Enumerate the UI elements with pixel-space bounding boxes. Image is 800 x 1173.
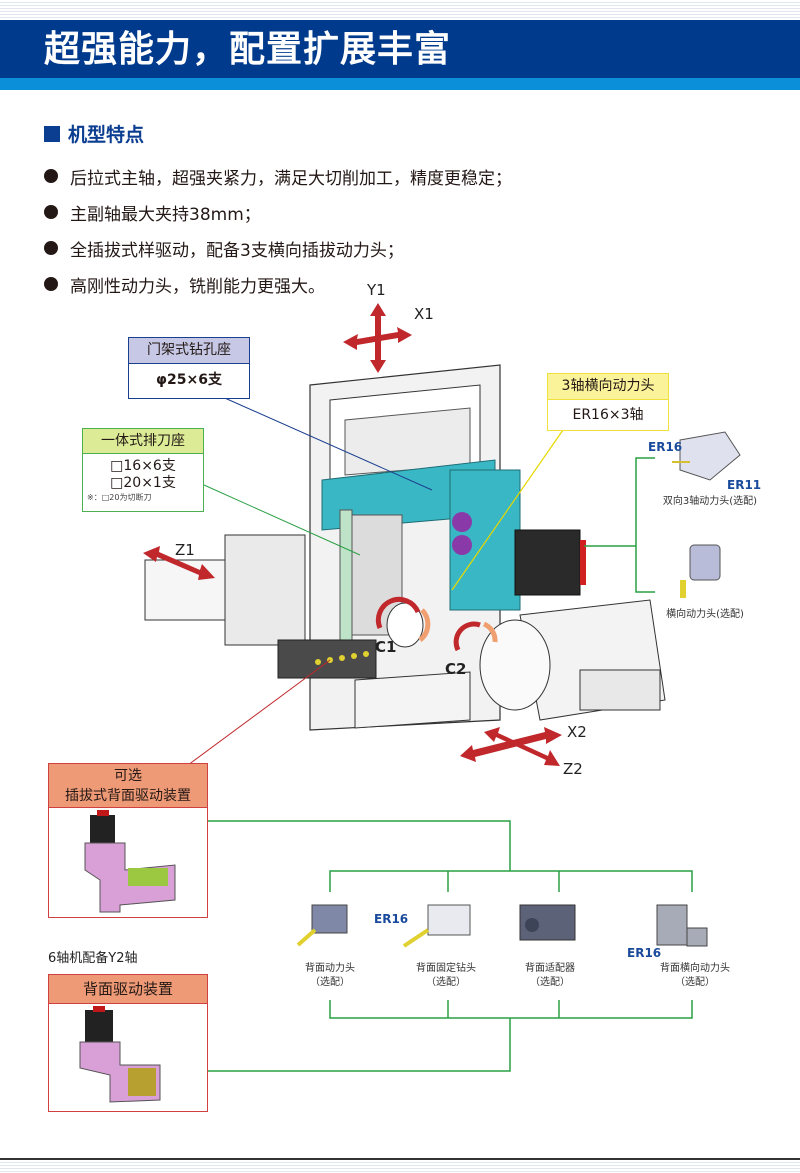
six-axis-note: 6轴机配备Y2轴 [48,951,138,966]
callout-spec: ER16×3轴 [572,407,644,423]
sub-spindle [479,599,666,721]
y1-x1-arrow-icon [343,303,412,373]
feature-item: 后拉式主轴，超强夹紧力，满足大切削加工，精度更稳定； [44,158,512,194]
cross-leader-line [451,429,564,591]
main-spindle [144,534,424,648]
box-title: 背面驱动装置 [49,975,207,1004]
banner-strip [0,78,800,90]
gantry-frame [309,364,501,731]
gantry-drill-callout: 门架式钻孔座 φ25×6支 [128,337,250,399]
title-banner [0,20,800,78]
axis-label-z1: Z1 [175,541,195,559]
pluggable-back-drive-image [84,810,176,913]
section-title: 机型特点 [68,124,145,146]
gantry-leader-line [217,394,433,491]
cross-head-callout: 3轴横向动力头 ER16×3轴 [547,373,669,431]
back-drive-bar [277,639,377,679]
z1-arrow-icon [143,546,215,580]
back-tools-bracket [208,820,693,1072]
feature-item: 主副轴最大夹持38mm； [44,194,512,230]
back-power-head-image [296,904,348,947]
top-stripes [0,0,800,20]
er16-label: ER16 [374,912,409,926]
back-drive-box: 背面驱动装置 [48,974,208,1112]
callout-title: 3轴横向动力头 [548,374,668,400]
back-tool-caption: 背面适配器（选配） [525,963,575,988]
c1-rotation-arrow-icon [375,596,431,642]
cross-head-caption: 横向动力头(选配) [666,609,744,620]
box-title-line1: 可选 [114,768,142,784]
back-tool-caption: 背面固定钻头（选配） [416,963,476,988]
er11-label: ER11 [727,478,762,492]
cross-head-image [680,544,721,598]
back-cross-head-image [656,904,708,947]
back-tool-caption: 背面横向动力头（选配） [660,963,730,988]
callout-spec-1: □16×6支 [110,458,176,474]
back-fixed-drill-image [402,904,471,948]
er16-label: ER16 [648,440,683,454]
callout-title: 门架式钻孔座 [129,338,249,364]
dual-3axis-head-caption: 双向3轴动力头(选配) [662,496,758,507]
square-bullet-icon [44,125,60,142]
back-adapter-image [519,904,576,941]
machine-base [354,671,471,729]
gang-tool-callout: 一体式排刀座 □16×6支 □20×1支 ※：□20为切断刀 [82,428,204,512]
box-header: 可选 插拔式背面驱动装置 [49,764,207,808]
bullet-icon [44,241,58,255]
section-header: 机型特点 [44,120,144,147]
gang-leader-line [203,484,361,556]
feature-item: 全插拔式样驱动，配备3支横向插拔动力头； [44,230,512,266]
footer-divider [0,1158,800,1160]
callout-spec-2: □20×1支 [110,475,176,491]
pluggable-back-drive-box: 可选 插拔式背面驱动装置 [48,763,208,918]
axis-label-c1: C1 [375,638,397,656]
dual-3axis-head-image [672,431,741,481]
callout-spec: φ25×6支 [156,372,222,388]
back-drive-tools [315,651,369,665]
callout-note: ※：□20为切断刀 [87,493,152,502]
bullet-icon [44,277,58,291]
axis-label-z2: Z2 [563,760,583,778]
bottom-stripes [0,1160,800,1173]
feature-item: 高刚性动力头，铣削能力更强大。 [44,266,512,302]
back-drive-leader-line [187,659,331,766]
page-title: 超强能力，配置扩展丰富 [44,29,452,70]
axis-label-c2: C2 [445,660,467,678]
bullet-icon [44,205,58,219]
back-drive-image [79,1006,161,1103]
c2-rotation-arrow-icon [453,621,498,652]
bullet-icon [44,169,58,183]
axis-label-y1: Y1 [367,281,386,299]
axis-label-x2: X2 [567,723,587,741]
drilling-block [321,459,586,611]
callout-title: 一体式排刀座 [83,429,203,454]
box-title-line2: 插拔式背面驱动装置 [65,788,191,804]
axis-label-x1: X1 [414,305,434,323]
back-tool-caption: 背面动力头（选配） [305,963,355,988]
x2-z2-arrow-icon [460,727,562,766]
er16-label: ER16 [627,946,662,960]
right-option-bracket [584,457,655,593]
feature-list: 后拉式主轴，超强夹紧力，满足大切削加工，精度更稳定； 主副轴最大夹持38mm； … [44,158,512,302]
